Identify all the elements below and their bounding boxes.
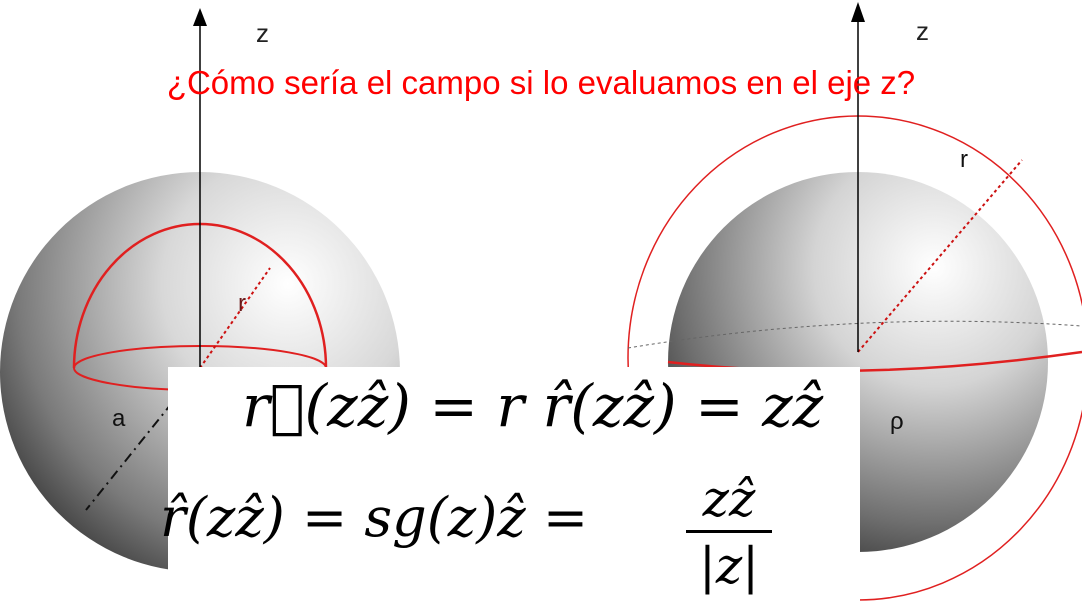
left-z-arrowhead — [193, 8, 207, 26]
right-z-arrowhead — [851, 2, 865, 22]
right-r-label: r — [960, 146, 968, 173]
right-z-axis-label: z — [916, 16, 929, 46]
right-rho-label: ρ — [890, 408, 904, 435]
equation-fraction: zẑ |z| — [686, 470, 772, 595]
left-r-label: r — [238, 290, 246, 317]
left-radius-line — [199, 267, 271, 369]
fraction-denominator: |z| — [698, 537, 760, 595]
question-title: ¿Cómo sería el campo si lo evaluamos en … — [166, 64, 916, 101]
right-equator-back — [627, 320, 1082, 349]
equation-panel-bottom — [168, 455, 860, 601]
equation-panel-top — [168, 367, 860, 463]
fraction-bar — [686, 530, 772, 533]
left-z-axis-label: z — [256, 18, 269, 48]
left-a-label: a — [112, 405, 126, 432]
equation-position-vector: r⃗(zẑ) = r r̂(zẑ) = zẑ — [242, 372, 824, 440]
right-equator-front — [667, 350, 1082, 373]
fraction-numerator: zẑ — [702, 470, 756, 528]
equation-unit-vector: r̂(zẑ) = sg(z)ẑ = — [160, 486, 589, 549]
right-radius-line — [857, 159, 1023, 353]
